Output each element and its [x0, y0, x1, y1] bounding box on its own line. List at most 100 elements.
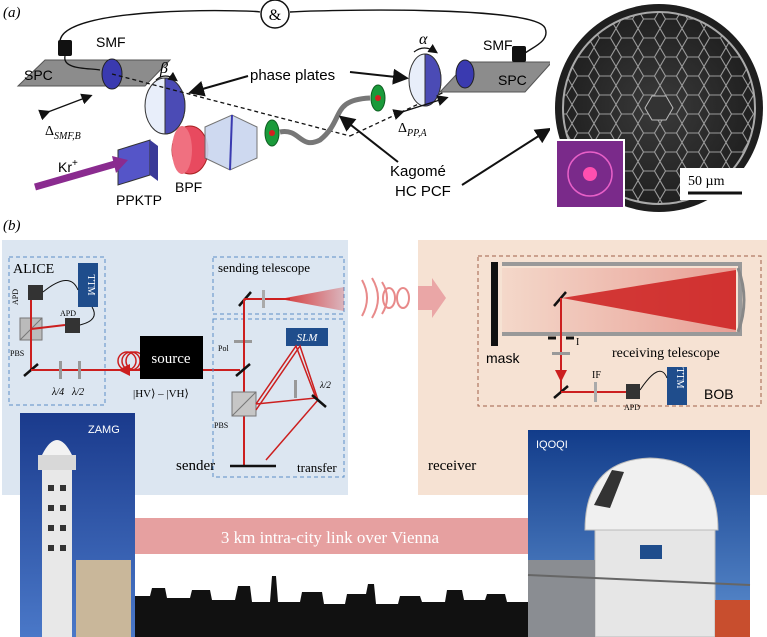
- smf-left-label: SMF: [96, 34, 126, 50]
- lambda2-left-plate: [78, 361, 81, 379]
- zamg-windows: [48, 485, 66, 551]
- apd-2: [65, 318, 80, 333]
- alice-beam-to-apd: [30, 324, 66, 330]
- pcf-mode-core: [583, 167, 597, 181]
- smf-left-fiber: [64, 55, 101, 71]
- transfer-box: [212, 318, 345, 478]
- phase-plate-beta-half: [164, 77, 186, 135]
- iqoqi-rooftop: [528, 560, 595, 637]
- bob-lens: [552, 352, 570, 355]
- panel-b-label: (b): [3, 218, 21, 234]
- bob-label: BOB: [704, 386, 734, 402]
- link-banner: [130, 518, 530, 554]
- link-banner-label: 3 km intra-city link over Vienna: [221, 528, 440, 547]
- ppktp-side: [150, 140, 158, 181]
- iqoqi-label: IQOQI: [536, 439, 568, 451]
- delta-smf-label: ΔSMF,B: [45, 124, 81, 142]
- send-lens: [262, 290, 265, 308]
- coincidence-cable-right: [289, 9, 547, 61]
- phase-plates-arrow-right: [349, 68, 409, 85]
- apd-bob-cable: [639, 370, 668, 391]
- beta-label: β: [159, 60, 168, 77]
- smf-left-connector: [58, 40, 72, 56]
- mask-label: mask: [486, 350, 520, 366]
- source-box[interactable]: [140, 336, 203, 379]
- kagome-arrow-crosssection: [461, 127, 552, 186]
- primary-mirror: [736, 267, 746, 333]
- source-label: source: [151, 351, 190, 367]
- zamg-dome: [42, 440, 72, 455]
- spc-left-label: SPC: [24, 67, 53, 83]
- hc-pcf-label: HC PCF: [395, 183, 451, 200]
- transfer-label: transfer: [297, 460, 337, 475]
- ttm-left-label: TTM: [85, 274, 96, 295]
- pcf-hollow-core: [644, 95, 674, 121]
- smf-right-label: SMF: [483, 37, 513, 53]
- bpf-filter-face: [172, 126, 192, 174]
- sending-telescope-box: [212, 256, 345, 315]
- panel-a-label: (a): [3, 5, 21, 21]
- coincidence-circle: [260, 0, 290, 29]
- kr-laser-arrowhead: [112, 156, 128, 173]
- delta-pp-arrow: [392, 95, 449, 120]
- ttm-right-box: [667, 367, 687, 405]
- zamg-building: [76, 560, 131, 637]
- scalebar-label: 50 µm: [688, 174, 725, 189]
- alice-label: ALICE: [13, 262, 54, 277]
- kr-laser-arrow: [34, 160, 116, 191]
- kr-label: Kr+: [58, 158, 78, 175]
- spc-right-label: SPC: [498, 72, 527, 88]
- ttm-left-box: [78, 263, 98, 307]
- lambda2-right-label: λ/2: [319, 380, 331, 390]
- transfer-mirror-right: [311, 394, 327, 408]
- spc-left-plate: [16, 59, 172, 87]
- alice-box: [8, 256, 106, 406]
- apd-1-cable: [42, 280, 79, 293]
- alpha-label: α: [419, 31, 428, 48]
- beta-rotation-arrow: [155, 71, 178, 82]
- beam-path-left: [111, 73, 351, 137]
- transfer-mirror-in: [235, 363, 251, 377]
- receiving-telescope-label: receiving telescope: [612, 346, 720, 361]
- cube-diagonal: [229, 114, 233, 171]
- receive-beam-cone: [562, 270, 736, 330]
- iqoqi-dome-slit: [594, 470, 624, 508]
- apd-1: [28, 285, 43, 300]
- pcf-cladding-ring: [562, 11, 756, 205]
- slm-box: [286, 328, 328, 346]
- receiver-label: receiver: [428, 458, 476, 474]
- coincidence-cable-left: [59, 9, 261, 43]
- apd-bob: [626, 384, 640, 399]
- zamg-label: ZAMG: [88, 424, 120, 436]
- zamg-platform: [38, 455, 76, 470]
- bob-box: [477, 255, 762, 407]
- coincidence-symbol: &: [269, 7, 282, 24]
- phase-plates-arrow-left: [188, 75, 249, 97]
- vienna-skyline: [130, 576, 530, 637]
- slm-beam-paths: [255, 344, 319, 461]
- ppktp-label: PPKTP: [116, 192, 162, 208]
- lambda4-plate: [59, 361, 62, 379]
- kagome-label: Kagomé: [390, 163, 446, 180]
- smf-right-connector: [512, 46, 526, 62]
- entangled-state-label: |HV⟩ – |VH⟩: [133, 388, 189, 400]
- scalebar-box: [680, 168, 750, 200]
- delta-smf-arrow: [38, 93, 93, 121]
- iqoqi-railing: [527, 574, 751, 586]
- slm-label: SLM: [297, 332, 319, 344]
- kagome-fiber: [279, 95, 371, 146]
- phase-plate-alpha-half: [424, 53, 442, 107]
- free-space-arrow: [418, 278, 446, 318]
- send-beam-cone: [280, 287, 344, 311]
- apd-bob-label: APD: [624, 403, 640, 412]
- fiber-coupler-left-core: [269, 130, 275, 136]
- lambda2-right-plate: [294, 380, 297, 398]
- phase-plates-label: phase plates: [250, 67, 335, 84]
- apd-2-cable: [79, 306, 95, 326]
- if-filter: [594, 382, 597, 402]
- sending-telescope-label: sending telescope: [218, 260, 310, 275]
- pbs-left-label: PBS: [10, 349, 24, 358]
- lambda4-label: λ/4: [51, 387, 64, 398]
- if-label: IF: [592, 370, 601, 381]
